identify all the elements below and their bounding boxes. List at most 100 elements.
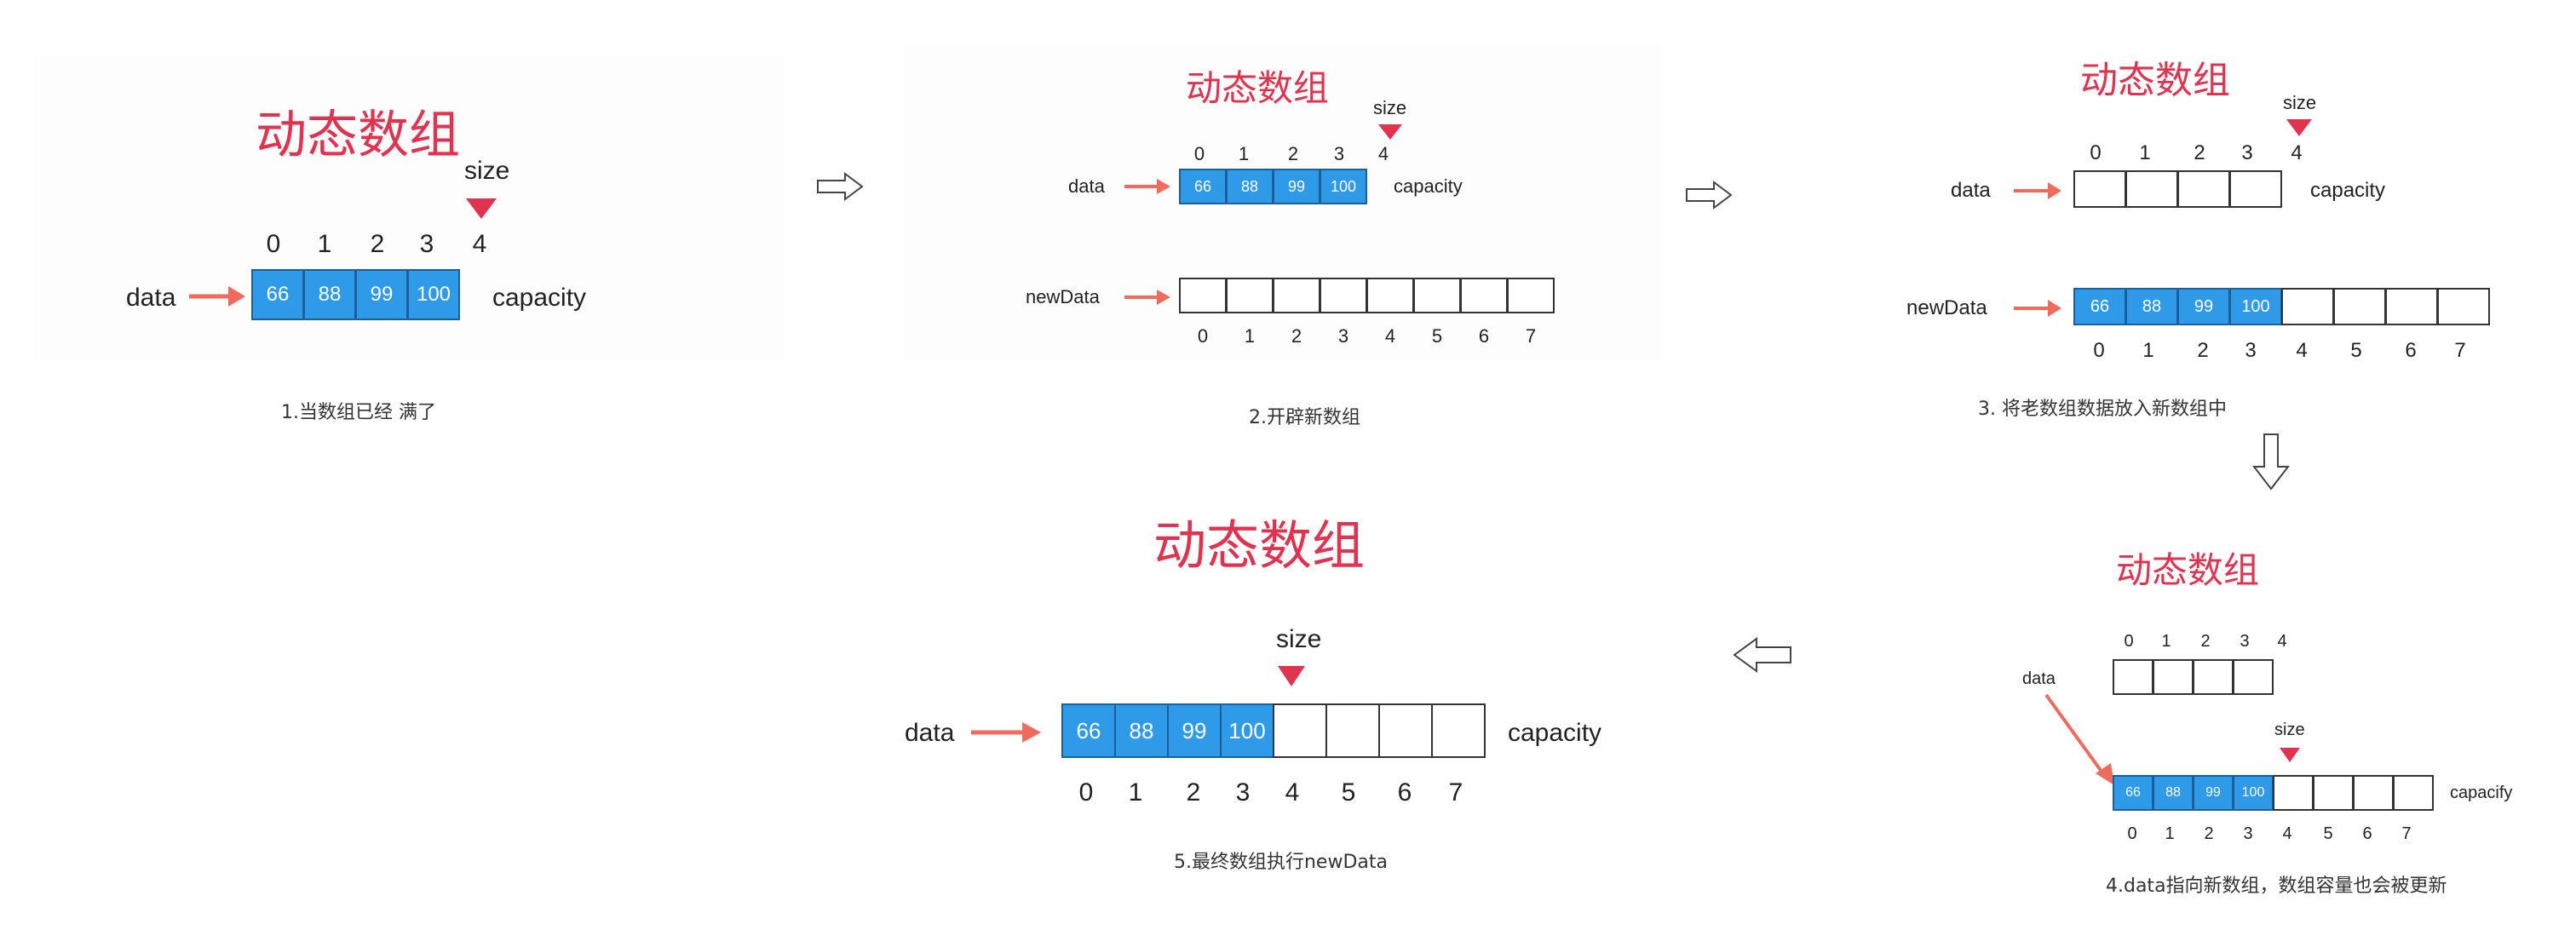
array-cell [1413,278,1461,313]
new-data-pointer-arrow [2014,300,2061,317]
index-label: 1 [2165,824,2175,843]
data-label: data [1068,175,1105,197]
size-marker [2286,119,2312,136]
array-cell [2437,288,2490,325]
array-cell: 88 [303,269,356,320]
array-cell [2177,170,2230,208]
diagram-title: 动态数组 [256,106,460,165]
index-label: 1 [2142,339,2154,362]
index-label: 3 [2243,824,2253,843]
array-cell: 99 [2193,775,2234,811]
array-cell [2353,775,2394,811]
array-cell: 100 [407,269,460,320]
array-cell [2193,659,2234,695]
array-cell [1226,278,1274,313]
index-label: 0 [1197,325,1209,347]
data-pointer-arrow [2044,693,2114,785]
step-1-caption: 1.当数组已经 满了 [281,402,436,423]
index-label: 1 [1244,325,1256,347]
index-label: 3 [2245,339,2257,362]
size-label: size [1276,625,1322,653]
data-pointer-arrow [1124,179,1170,194]
right-arrow-icon [817,172,864,201]
array-cell: 66 [251,269,304,320]
array-cell [2113,659,2153,695]
data-label: data [1951,179,1991,202]
index-label: 1 [1128,778,1143,807]
index-label: 2 [1287,143,1299,164]
array-cell [2273,775,2314,811]
index-label: 0 [2124,632,2134,651]
step-5-caption: 5.最终数组执行newData [1174,852,1388,873]
array-cell: 88 [2153,775,2194,811]
index-label: 2 [2194,141,2205,164]
array-cell [1179,278,1227,313]
array-cell [1320,278,1367,313]
array-cell: 88 [2125,288,2178,325]
down-arrow-icon [2252,433,2290,491]
data-pointer-arrow [189,286,245,307]
index-label: 4 [1285,778,1300,807]
array-cell: 88 [1226,169,1274,204]
size-label: size [1373,97,1407,118]
array-cell: 99 [1167,703,1222,758]
data-label: data [2022,669,2056,688]
index-label: 3 [2240,632,2250,651]
array-cell: 100 [1220,703,1274,758]
new-data-label: newData [1026,286,1100,307]
index-label: 4 [1377,143,1389,164]
index-label: 1 [2161,632,2171,651]
index-label: 2 [2200,632,2211,651]
array-cell: 66 [1061,703,1116,758]
index-label: 4 [2277,632,2287,651]
diagram-title: 动态数组 [2116,549,2260,591]
array-cell [2333,288,2386,325]
array-cell [1507,278,1555,313]
index-label: 4 [472,230,487,258]
array-cell [1378,703,1433,758]
index-label: 4 [2291,141,2303,164]
size-label: size [464,157,510,185]
array-cell [1273,278,1320,313]
capacity-label: capacity [2310,179,2386,202]
data-pointer-arrow [2014,182,2061,199]
array-cell [1460,278,1508,313]
index-label: 5 [1431,325,1443,347]
index-label: 2 [2204,824,2214,843]
size-marker [2280,748,2300,762]
left-arrow-icon [1733,637,1791,673]
capacity-label: capacity [492,284,587,312]
array-cell: 100 [1320,169,1367,204]
array-cell [2229,170,2282,208]
index-label: 6 [1478,325,1490,347]
new-data-pointer-arrow [1124,290,1170,305]
index-label: 6 [2362,824,2372,843]
array-cell: 99 [355,269,408,320]
index-label: 2 [370,230,385,258]
index-label: 5 [1341,778,1356,807]
index-label: 4 [2282,824,2292,843]
index-label: 7 [2454,339,2466,362]
index-label: 3 [1337,325,1349,347]
array-cell: 66 [2113,775,2153,811]
array-cell: 100 [2229,288,2282,325]
index-label: 3 [1235,778,1251,807]
array-cell [2073,170,2126,208]
capacity-label: capacity [1508,719,1602,747]
index-label: 6 [1397,778,1412,807]
index-label: 6 [2405,339,2417,362]
index-label: 5 [2350,339,2362,362]
index-label: 0 [2093,339,2105,362]
data-pointer-arrow [971,722,1041,743]
array-cell [1431,703,1486,758]
index-label: 5 [2323,824,2333,843]
array-cell [1366,278,1414,313]
array-cell [2281,288,2334,325]
array-cell: 99 [1273,169,1320,204]
step-2-caption: 2.开辟新数组 [1249,407,1360,428]
array-cell: 88 [1114,703,1169,758]
index-label: 1 [317,230,332,258]
capacity-label: capacity [1394,175,1463,197]
data-label: data [905,719,955,747]
right-arrow-icon [1686,181,1733,210]
